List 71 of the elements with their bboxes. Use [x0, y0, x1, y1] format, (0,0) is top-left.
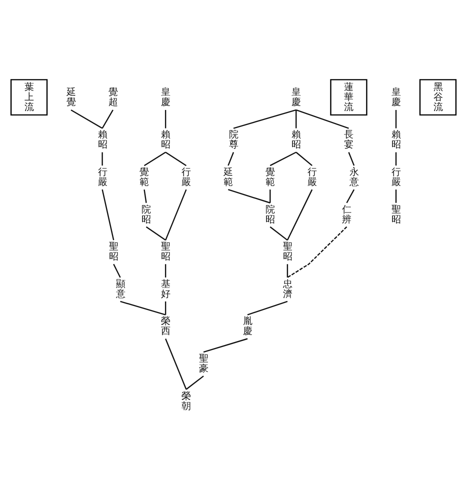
connector — [144, 189, 147, 203]
connector — [228, 188, 270, 204]
connector — [164, 301, 166, 315]
node-text: 聖昭 — [282, 242, 292, 263]
connector — [233, 109, 296, 129]
connector — [296, 110, 297, 128]
connector — [70, 109, 103, 129]
node-text: 延覺 — [66, 86, 76, 108]
node-text: 永意 — [350, 167, 359, 188]
connector — [113, 264, 121, 278]
connector — [102, 152, 103, 166]
connector — [146, 226, 166, 241]
node-text: 院尊 — [229, 130, 238, 151]
node-text: 聖昭 — [161, 242, 170, 263]
connector — [165, 338, 187, 390]
node-text: 聖昭 — [109, 242, 118, 263]
node-text: 忠濟 — [282, 278, 292, 300]
node-text: 皇慶 — [292, 86, 301, 108]
node-text: 院昭 — [142, 204, 151, 226]
node-text: 聖豪 — [199, 354, 208, 375]
node-text: 行嚴 — [308, 167, 317, 188]
node-text: 榮西 — [161, 316, 170, 338]
connector — [165, 189, 187, 240]
node-text: 行嚴 — [182, 167, 191, 188]
connector — [346, 189, 355, 204]
node-text: 皇慶 — [161, 86, 170, 108]
node-text: 延範 — [224, 167, 233, 188]
node-text: 賴昭 — [292, 130, 301, 151]
connector — [228, 152, 234, 166]
node-box: 黑谷流 — [419, 79, 457, 116]
node-text: 行嚴 — [392, 167, 401, 188]
connector — [296, 152, 312, 166]
node-text: 賴昭 — [98, 130, 107, 151]
node-text: 賴昭 — [161, 130, 170, 151]
connector — [348, 152, 355, 166]
node-text: 覺範 — [140, 167, 149, 188]
connector — [247, 300, 288, 316]
connector — [395, 190, 397, 203]
connector — [102, 110, 114, 129]
node-text: 賴昭 — [392, 130, 401, 151]
node-text: 顯意 — [116, 278, 125, 300]
node-text: 基好 — [161, 278, 170, 300]
node-text: 胤慶 — [242, 316, 252, 338]
node-text: 仁辨 — [342, 204, 352, 226]
node-text: 長宴 — [344, 130, 354, 151]
node-text: 榮朝 — [182, 390, 191, 412]
node-box: 蓮華流 — [330, 79, 368, 116]
connector — [102, 189, 114, 240]
connector — [165, 152, 187, 166]
connector — [164, 110, 166, 128]
node-text: 行嚴 — [98, 167, 107, 188]
connector — [144, 152, 166, 166]
connector — [395, 152, 397, 166]
node-text: 院昭 — [266, 204, 275, 226]
connector — [286, 264, 288, 278]
connector — [203, 338, 248, 353]
node-text: 覺範 — [266, 167, 275, 188]
node-text: 覺超 — [108, 86, 118, 108]
node-box: 葉上流 — [10, 79, 48, 116]
connector — [120, 300, 166, 316]
connector — [164, 264, 166, 278]
connector — [287, 226, 348, 278]
connector — [395, 110, 397, 128]
connector — [270, 190, 271, 203]
connector — [186, 376, 204, 390]
node-text: 聖昭 — [392, 204, 401, 226]
connector — [296, 109, 349, 129]
connector — [270, 226, 288, 241]
connector — [270, 152, 296, 166]
node-text: 皇慶 — [392, 86, 401, 108]
connector — [286, 189, 313, 240]
